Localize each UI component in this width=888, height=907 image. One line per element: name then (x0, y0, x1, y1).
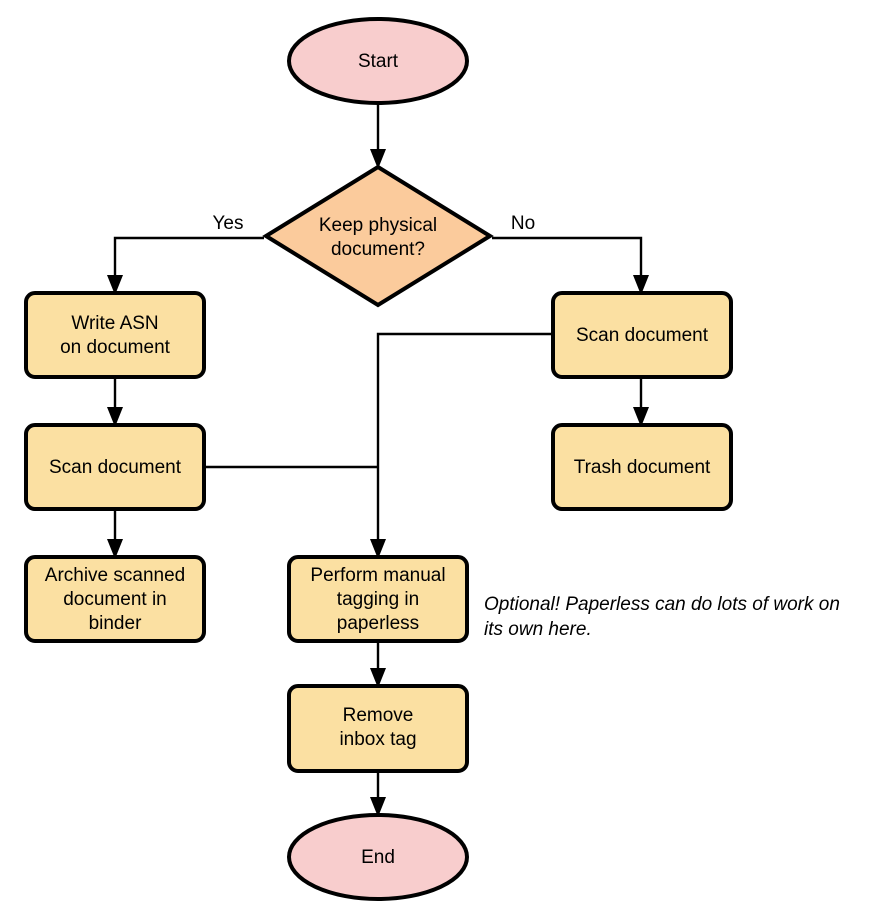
note-line2: its own here. (484, 619, 592, 640)
end-label: End (361, 847, 395, 868)
decision-label-line1: Keep physical (319, 215, 437, 236)
manual-tagging-box[interactable] (287, 555, 469, 643)
node-write-asn-on-document[interactable]: Write ASN on document (24, 291, 206, 379)
manual-tagging-label-line1: Perform manual (310, 565, 445, 586)
arrowhead-icon (633, 275, 649, 295)
scan-document-left-label: Scan document (49, 457, 182, 478)
scan-document-right-label: Scan document (576, 325, 709, 346)
node-archive-scanned-document[interactable]: Archive scanned document in binder (24, 555, 206, 643)
start-ellipse[interactable] (287, 17, 469, 105)
trash-document-box[interactable] (551, 423, 733, 511)
arrowhead-icon (370, 668, 386, 688)
node-scan-document-right[interactable]: Scan document (551, 291, 733, 379)
edge-line (492, 236, 643, 284)
start-label: Start (358, 51, 399, 72)
node-start[interactable]: Start (287, 17, 469, 105)
manual-tagging-label-line3: paperless (337, 613, 419, 634)
annotation-note: Optional! Paperless can do lots of work … (484, 594, 840, 640)
write-asn-box[interactable] (24, 291, 206, 379)
edge-label-no: No (511, 213, 535, 234)
edge-write-asn-to-scan-left (107, 377, 123, 427)
arrowhead-icon (633, 407, 649, 427)
arrowhead-icon (107, 407, 123, 427)
edge-scan-right-to-trash (633, 377, 649, 427)
remove-inbox-box[interactable] (287, 684, 469, 773)
end-ellipse[interactable] (287, 813, 469, 901)
remove-inbox-label-line2: inbox tag (339, 729, 416, 750)
archive-label-line1: Archive scanned (45, 565, 185, 586)
edge-scan-right-to-manual-tagging (370, 332, 553, 559)
arrowhead-icon (370, 539, 386, 559)
archive-label-line2: document in (63, 589, 167, 610)
manual-tagging-label-line2: tagging in (337, 589, 419, 610)
arrowhead-icon (107, 275, 123, 295)
trash-document-label: Trash document (574, 457, 711, 478)
edge-start-to-decision (370, 103, 386, 169)
node-remove-inbox-tag[interactable]: Remove inbox tag (287, 684, 469, 773)
arrowhead-icon (370, 797, 386, 817)
edge-label-yes: Yes (213, 213, 244, 234)
scan-document-left-box[interactable] (24, 423, 206, 511)
edge-scan-left-to-archive (107, 509, 123, 559)
remove-inbox-label-line1: Remove (343, 705, 414, 726)
write-asn-label-line2: on document (60, 337, 171, 358)
decision-label-line2: document? (331, 239, 425, 260)
archive-box[interactable] (24, 555, 206, 643)
edge-line (113, 236, 264, 284)
archive-label-line3: binder (89, 613, 142, 634)
edge-manual-tagging-to-remove-inbox (370, 641, 386, 688)
arrowhead-icon (370, 149, 386, 169)
edge-line (376, 332, 553, 548)
node-perform-manual-tagging[interactable]: Perform manual tagging in paperless (287, 555, 469, 643)
edge-remove-inbox-to-end (370, 771, 386, 817)
node-end[interactable]: End (287, 813, 469, 901)
edge-decision-no-to-scan-right (492, 236, 649, 295)
node-scan-document-left[interactable]: Scan document (24, 423, 206, 511)
decision-diamond[interactable] (262, 164, 494, 308)
arrowhead-icon (107, 539, 123, 559)
scan-document-right-box[interactable] (551, 291, 733, 379)
node-trash-document[interactable]: Trash document (551, 423, 733, 511)
note-line1: Optional! Paperless can do lots of work … (484, 594, 840, 615)
write-asn-label-line1: Write ASN (71, 313, 158, 334)
node-decision-keep-physical-document[interactable]: Keep physical document? (262, 164, 494, 308)
edge-decision-yes-to-write-asn (107, 236, 264, 295)
